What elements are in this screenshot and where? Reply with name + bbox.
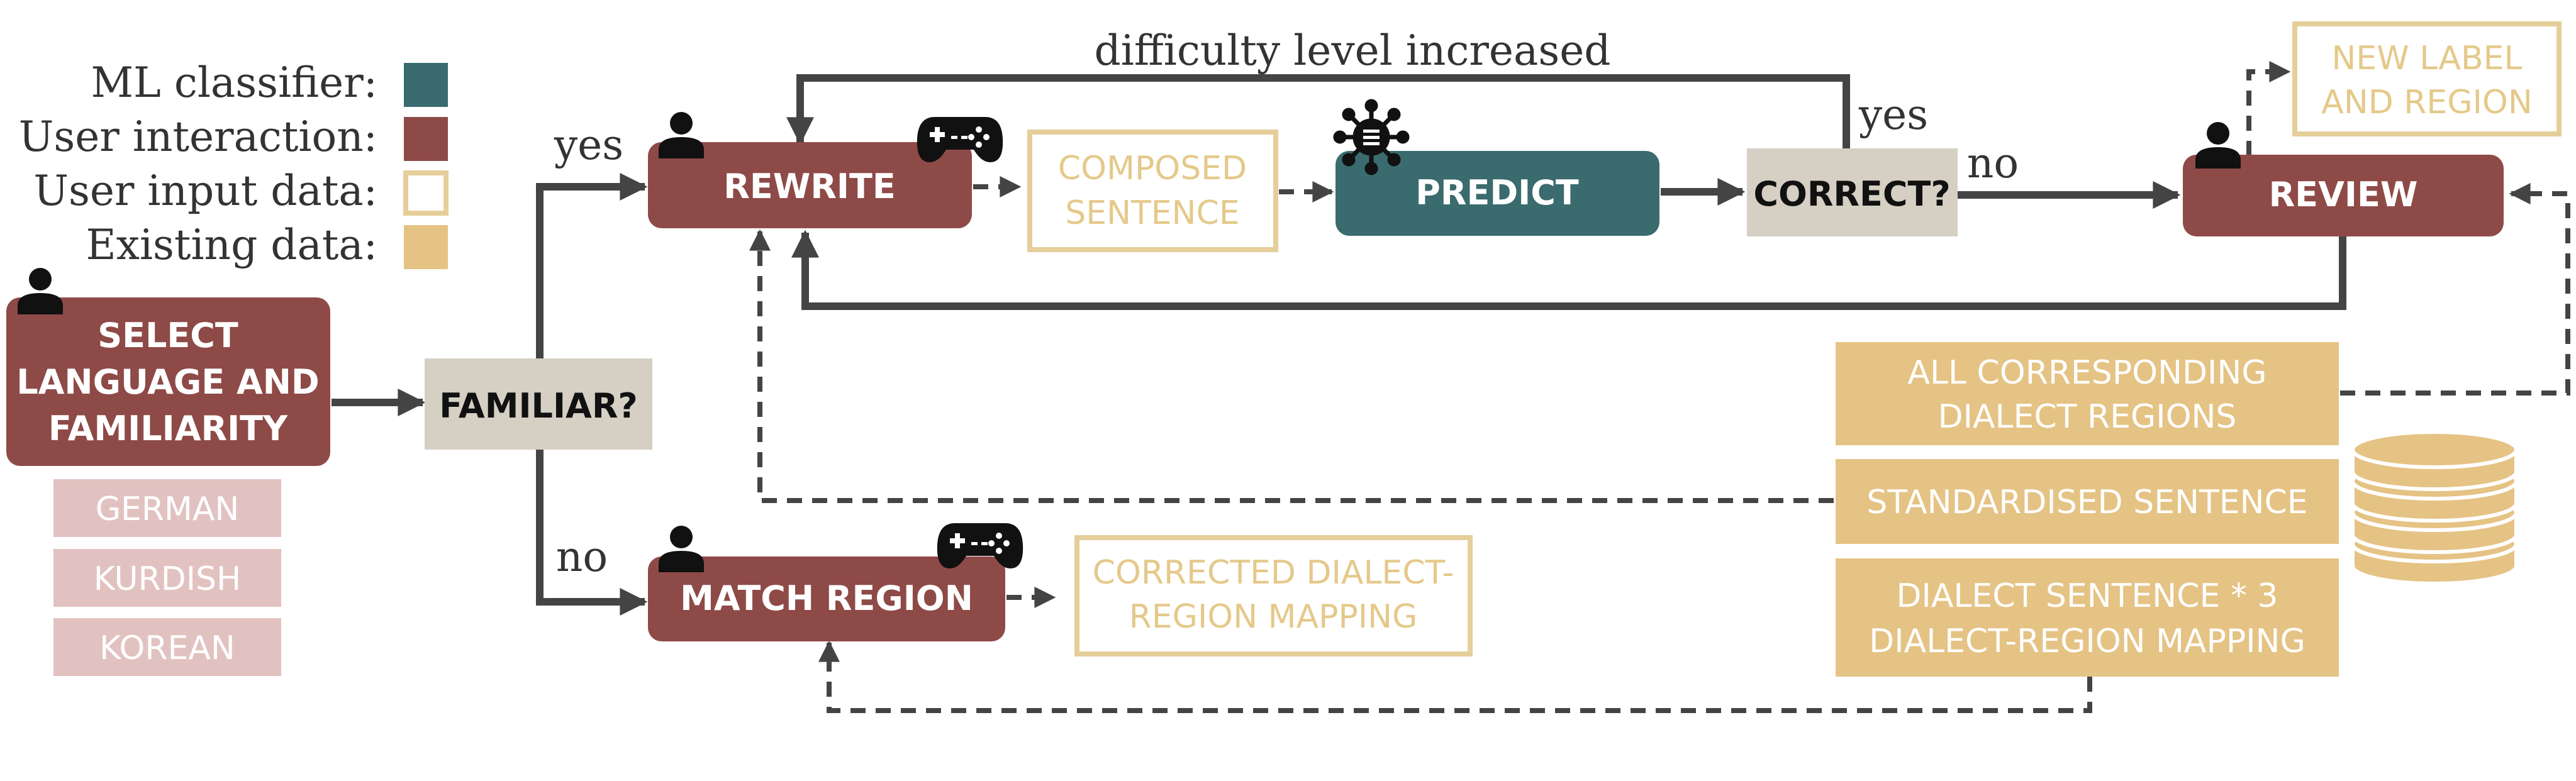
no-familiar-label: no <box>556 533 608 581</box>
difficulty-label: difficulty level increased <box>1094 26 1610 75</box>
corrected-mapping-node: CORRECTED DIALECT- REGION MAPPING <box>1074 535 1473 656</box>
yes-familiar-label: yes <box>554 121 623 169</box>
select-line2: LANGUAGE AND <box>16 362 320 402</box>
all-regions-line2: DIALECT REGIONS <box>1938 398 2237 436</box>
edge-regions-to-review <box>2340 183 2570 396</box>
select-node: SELECT LANGUAGE AND FAMILIARITY <box>6 297 330 466</box>
language-kurdish <box>53 549 281 607</box>
dashed-connectors <box>749 61 2570 713</box>
predict-label: PREDICT <box>1415 173 1579 213</box>
familiar-label: FAMILIAR? <box>439 386 638 426</box>
new-label-node: NEW LABEL AND REGION <box>2292 21 2562 136</box>
legend-user-input-label: User input data: <box>33 167 377 215</box>
select-line3: FAMILIARITY <box>48 409 288 448</box>
user-icon <box>2195 122 2241 169</box>
legend-existing-data-label: Existing data: <box>86 221 377 269</box>
user-icon <box>18 268 63 314</box>
composed-line2: SENTENCE <box>1065 194 1239 232</box>
edge-correct-yes-loop <box>786 74 1850 148</box>
edge-standardised-to-rewrite <box>749 229 1834 503</box>
correct-node: CORRECT? <box>1747 148 1958 236</box>
language-options: GERMAN KURDISH KOREAN <box>53 479 281 676</box>
language-kurdish-label: KURDISH <box>94 560 241 598</box>
user-icon <box>659 112 704 158</box>
language-german-label: GERMAN <box>96 490 240 528</box>
familiar-node: FAMILIAR? <box>425 358 652 450</box>
review-label: REVIEW <box>2269 175 2418 214</box>
predict-node: PREDICT <box>1335 151 1659 236</box>
solid-connectors <box>332 74 2346 616</box>
user-icon <box>659 526 704 572</box>
match-region-label: MATCH REGION <box>680 579 973 618</box>
virus-icon <box>1333 99 1410 175</box>
database-icon <box>2351 430 2518 585</box>
legend-existing-data-swatch <box>404 225 448 269</box>
rewrite-node: REWRITE <box>648 142 972 228</box>
standardised-node: STANDARDISED SENTENCE <box>1836 459 2339 544</box>
language-german <box>53 479 281 537</box>
all-regions-node: ALL CORRESPONDING DIALECT REGIONS <box>1836 342 2339 445</box>
dialect-node: DIALECT SENTENCE * 3 DIALECT-REGION MAPP… <box>1836 558 2339 677</box>
corrected-line2: REGION MAPPING <box>1129 598 1418 636</box>
edge-familiar-no <box>536 450 648 616</box>
no-correct-label: no <box>1967 139 2019 187</box>
dialect-line1: DIALECT SENTENCE * 3 <box>1897 577 2278 615</box>
edge-review-loop <box>791 230 2346 310</box>
select-line1: SELECT <box>98 316 238 355</box>
all-regions-line1: ALL CORRESPONDING <box>1907 354 2267 392</box>
legend-user-interaction-swatch <box>404 117 448 161</box>
language-korean <box>53 618 281 676</box>
composed-line1: COMPOSED <box>1058 150 1247 187</box>
edge-review-to-new-label <box>2246 61 2291 156</box>
composed-sentence-node: COMPOSED SENTENCE <box>1027 130 1278 252</box>
legend-ml-classifier-swatch <box>404 63 448 107</box>
rewrite-label: REWRITE <box>723 167 895 206</box>
correct-label: CORRECT? <box>1753 174 1950 214</box>
legend-user-input-swatch <box>403 170 449 216</box>
standardised-label: STANDARDISED SENTENCE <box>1866 484 2307 521</box>
yes-correct-label: yes <box>1858 91 1928 139</box>
legend-ml-classifier-label: ML classifier: <box>91 58 377 107</box>
legend-user-interaction-label: User interaction: <box>19 113 377 161</box>
edge-dialect-to-match <box>818 640 2092 713</box>
match-region-node: MATCH REGION <box>648 557 1005 641</box>
dialect-line2: DIALECT-REGION MAPPING <box>1869 623 2306 660</box>
corrected-line1: CORRECTED DIALECT- <box>1093 554 1454 592</box>
new-label-line1: NEW LABEL <box>2332 40 2523 77</box>
legend: ML classifier: User interaction: User in… <box>19 58 449 269</box>
language-korean-label: KOREAN <box>99 629 235 667</box>
edge-familiar-yes <box>536 173 648 362</box>
new-label-line2: AND REGION <box>2321 84 2533 121</box>
edge-labels: yes no difficulty level increased yes no <box>554 26 2019 581</box>
review-node: REVIEW <box>2183 155 2504 236</box>
